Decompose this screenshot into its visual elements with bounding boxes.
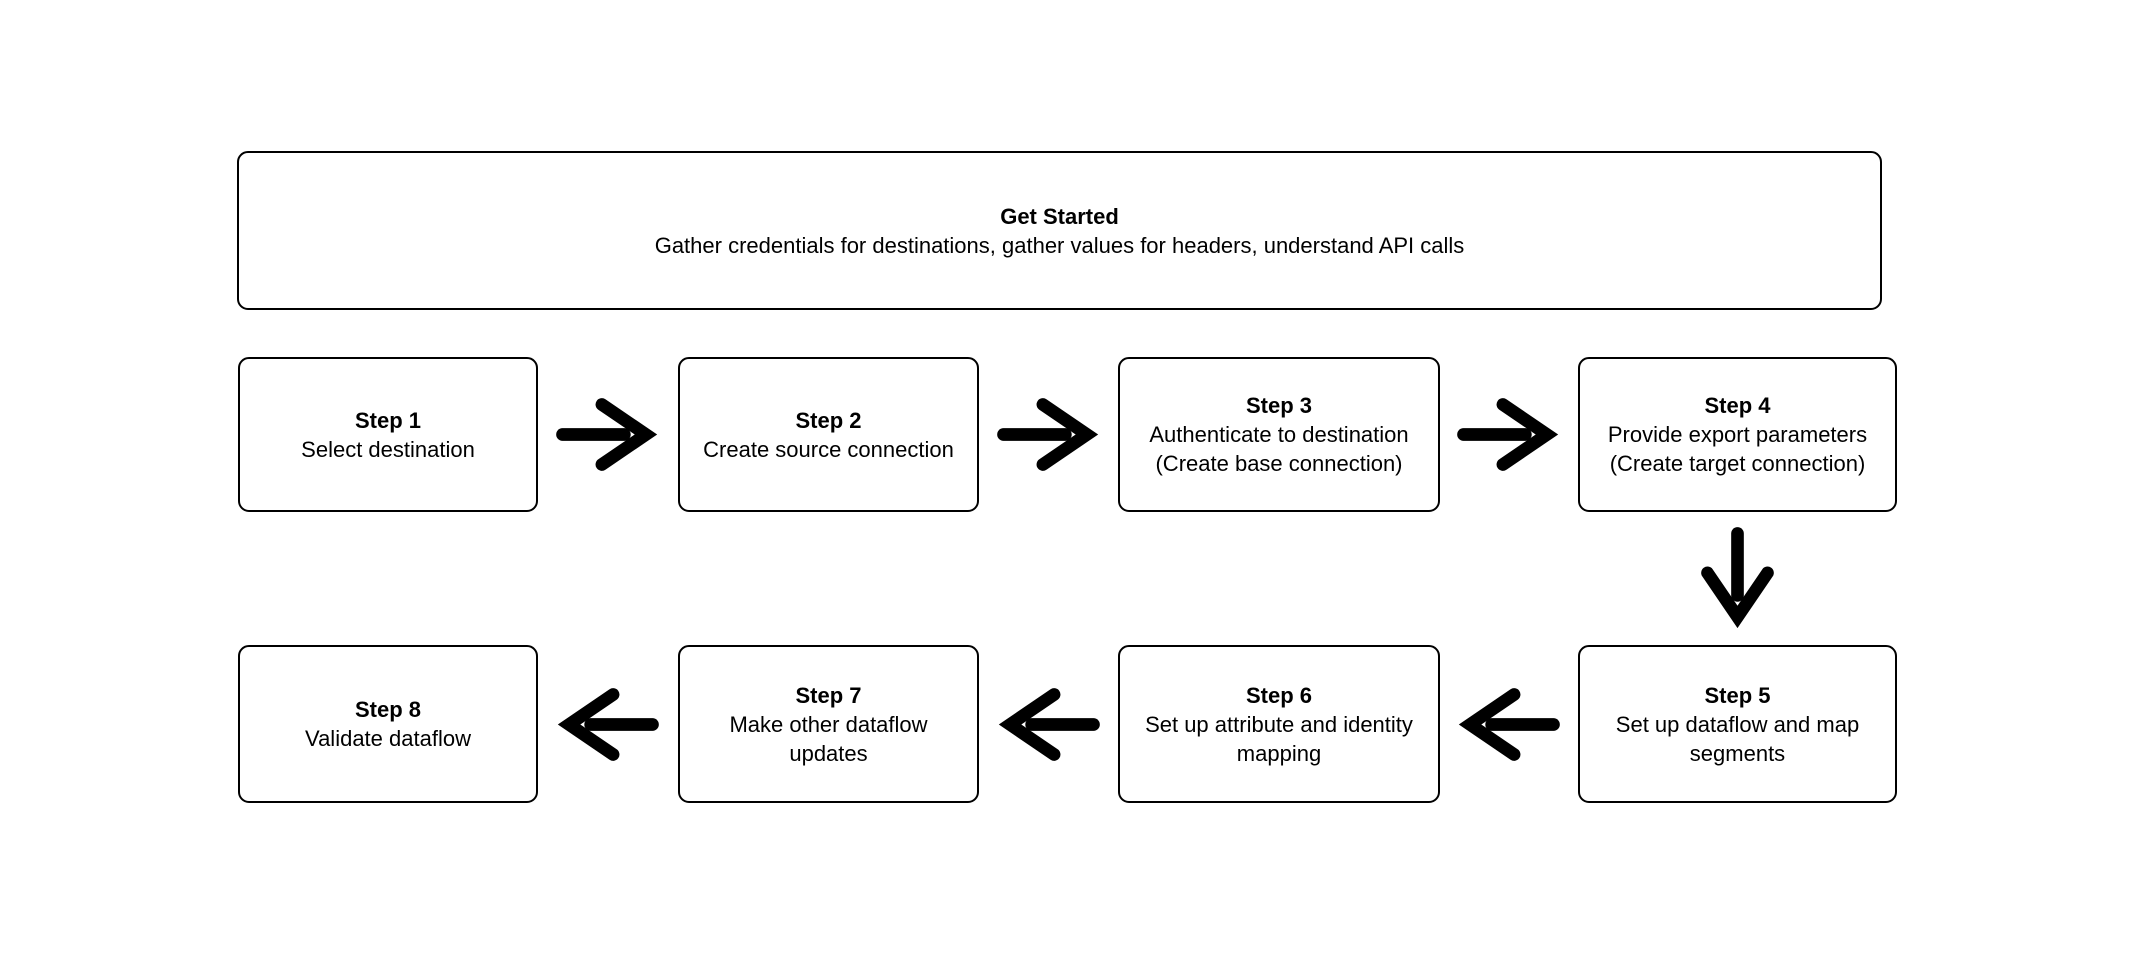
step-5-box: Step 5 Set up dataflow and map segments [1578, 645, 1897, 803]
step-5-title: Step 5 [1704, 682, 1771, 708]
step-5-line: Set up dataflow and map [1615, 711, 1860, 737]
arrow-down-icon [1701, 527, 1774, 629]
step-7-title: Step 7 [795, 682, 862, 708]
step-7-line: Make other dataflow [729, 711, 928, 737]
arrow-left-icon [998, 688, 1100, 761]
get-started-title: Get Started [1000, 203, 1119, 229]
step-7-box: Step 7 Make other dataflow updates [678, 645, 979, 803]
step-3-title: Step 3 [1245, 393, 1313, 418]
step-6-line: Set up attribute and identity [1145, 711, 1413, 737]
step-2-box: Step 2 Create source connection [678, 357, 979, 512]
step-2-title: Step 2 [795, 407, 862, 433]
step-6-title: Step 6 [1245, 682, 1313, 708]
get-started-subtitle: Gather credentials for destinations, gat… [654, 232, 1465, 258]
step-1-box: Step 1 Select destination [238, 357, 538, 512]
arrow-right-icon [997, 398, 1099, 471]
step-6-box: Step 6 Set up attribute and identity map… [1118, 645, 1440, 803]
arrow-right-icon [556, 398, 658, 471]
step-6-line: mapping [1236, 740, 1322, 766]
get-started-box: Get Started Gather credentials for desti… [237, 151, 1882, 310]
step-5-line: segments [1689, 740, 1786, 766]
step-3-line: Authenticate to destination [1149, 422, 1409, 447]
step-1-title: Step 1 [354, 407, 422, 433]
arrow-left-icon [557, 688, 659, 761]
step-4-box: Step 4 Provide export parameters (Create… [1578, 357, 1897, 512]
step-4-title: Step 4 [1704, 393, 1771, 418]
step-7-line: updates [789, 740, 868, 766]
arrow-left-icon [1458, 688, 1560, 761]
step-8-line: Validate dataflow [305, 726, 471, 751]
step-4-line: Provide export parameters [1607, 422, 1868, 447]
step-2-line: Create source connection [703, 436, 954, 462]
step-8-box: Step 8 Validate dataflow [238, 645, 538, 803]
step-3-line: (Create base connection) [1155, 451, 1403, 476]
step-4-line: (Create target connection) [1609, 451, 1866, 476]
step-3-box: Step 3 Authenticate to destination (Crea… [1118, 357, 1440, 512]
step-1-line: Select destination [301, 436, 475, 462]
arrow-right-icon [1457, 398, 1559, 471]
step-8-title: Step 8 [354, 697, 422, 722]
